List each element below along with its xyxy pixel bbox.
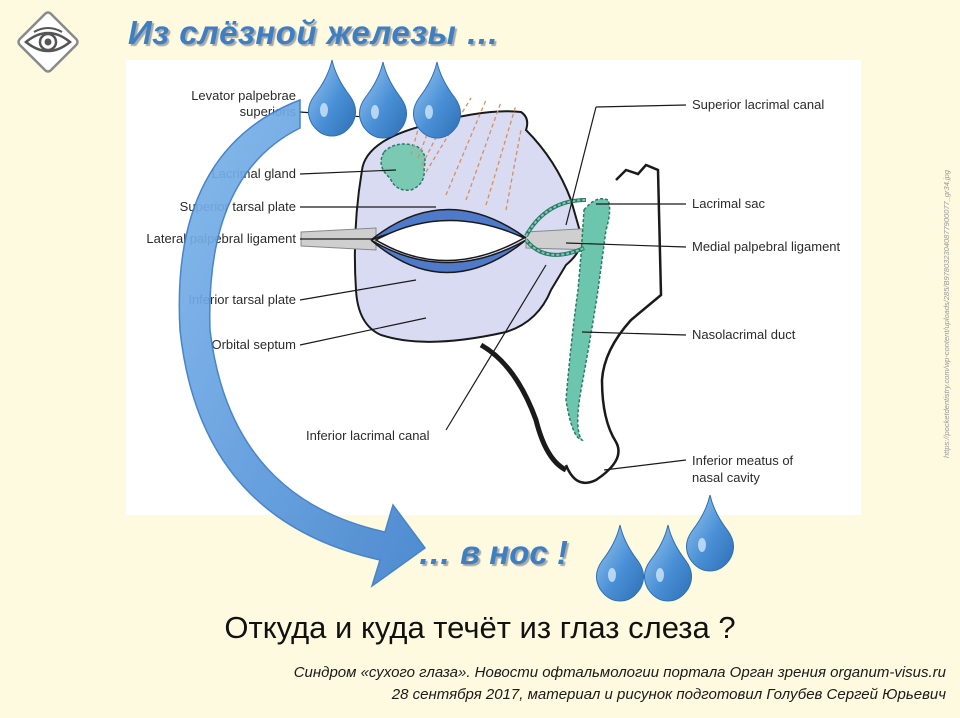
- teardrop-icon: [643, 524, 693, 602]
- heading-top: Из слёзной железы …: [128, 14, 500, 51]
- label-medial-ligament: Medial palpebral ligament: [692, 239, 841, 254]
- label-levator-2: superioris: [239, 104, 296, 119]
- label-lacrimal-sac: Lacrimal sac: [692, 196, 765, 211]
- teardrop-icon: [595, 524, 645, 602]
- label-lateral-ligament: Lateral palpebral ligament: [146, 231, 296, 246]
- lacrimal-diagram-drawing: [299, 97, 687, 485]
- lacrimal-diagram: Levator palpebrae superioris Lacrimal gl…: [126, 60, 861, 515]
- label-meatus-2: nasal cavity: [692, 470, 760, 485]
- lacrimal-sac-duct: [565, 198, 611, 442]
- eye-logo-icon: [17, 11, 79, 73]
- label-orbital-septum: Orbital septum: [211, 337, 296, 352]
- heading-bottom: … в нос !: [418, 534, 568, 571]
- label-inferior-tarsal: Inferior tarsal plate: [188, 292, 296, 307]
- label-levator: Levator palpebrae: [191, 88, 296, 103]
- source-url: https://pocketdentistry.com/wp-content/u…: [942, 170, 951, 458]
- main-question: Откуда и куда течёт из глаз слеза ?: [224, 610, 736, 645]
- label-superior-canal: Superior lacrimal canal: [692, 97, 825, 112]
- label-nasolacrimal-duct: Nasolacrimal duct: [692, 327, 796, 342]
- label-inferior-canal: Inferior lacrimal canal: [306, 428, 430, 443]
- credit-line-2: 28 сентября 2017, материал и рисунок под…: [391, 686, 946, 703]
- credit-line-1: Синдром «сухого глаза». Новости офтальмо…: [293, 664, 946, 681]
- label-meatus: Inferior meatus of: [692, 453, 794, 468]
- label-superior-tarsal: Superior tarsal plate: [179, 199, 296, 214]
- label-lacrimal-gland: Lacrimal gland: [211, 166, 296, 181]
